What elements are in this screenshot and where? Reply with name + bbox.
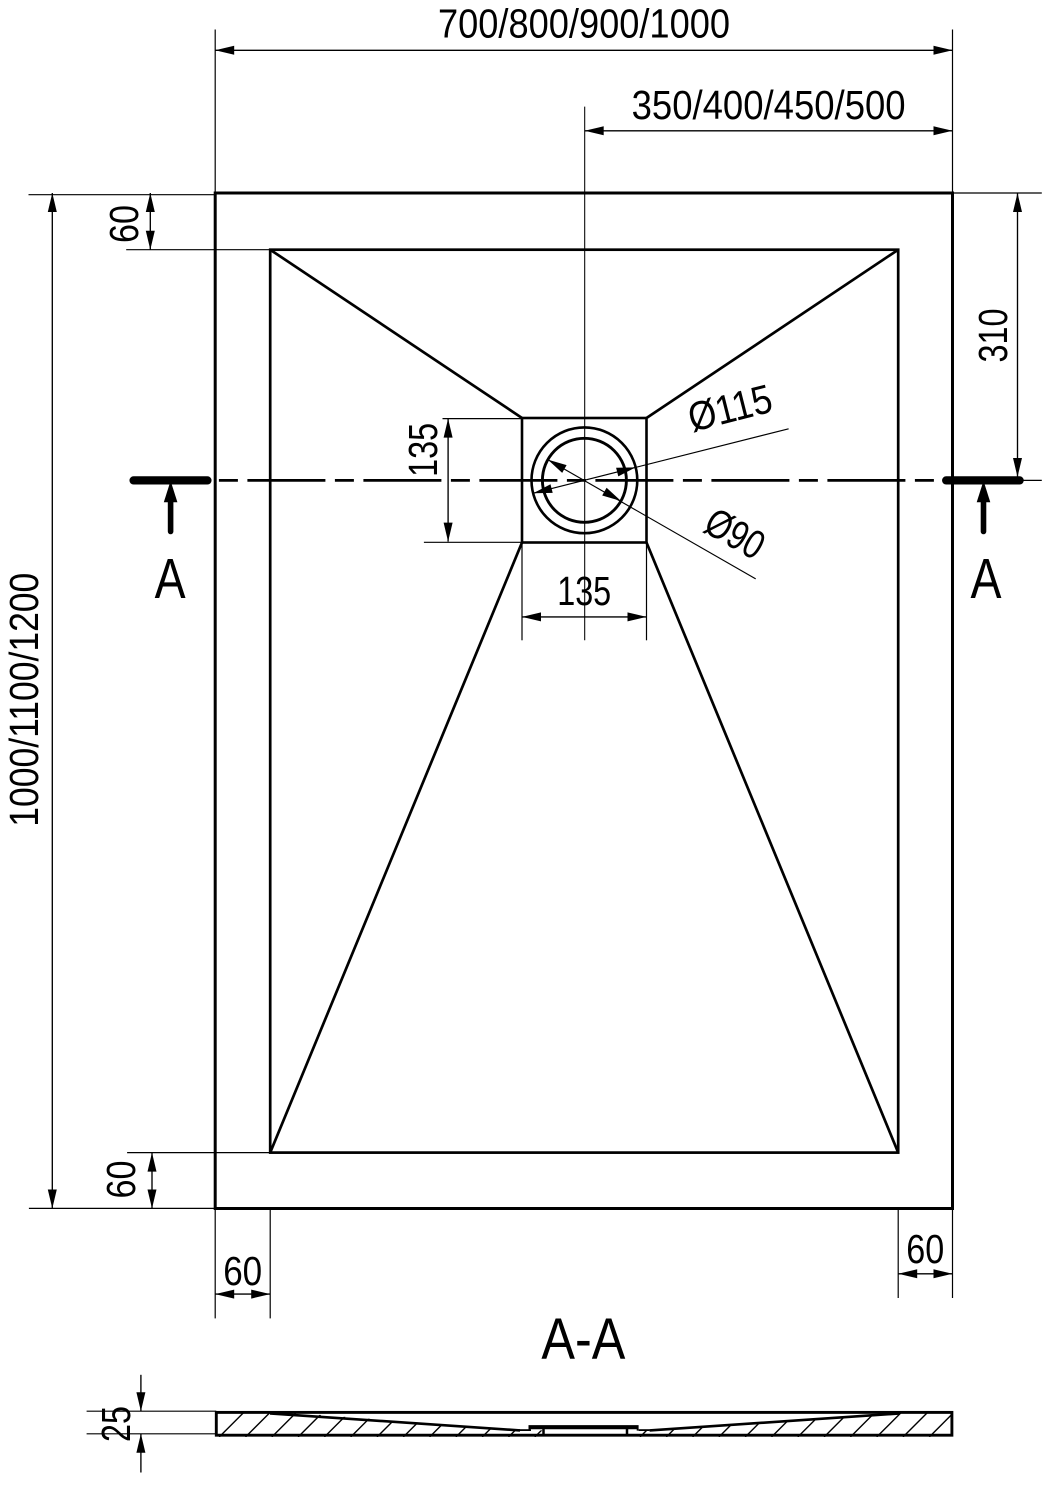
svg-text:60: 60 [223, 1248, 262, 1294]
svg-text:A: A [155, 547, 186, 611]
svg-text:25: 25 [93, 1406, 139, 1442]
svg-text:60: 60 [906, 1226, 944, 1272]
svg-text:135: 135 [557, 568, 611, 614]
svg-text:700/800/900/1000: 700/800/900/1000 [438, 0, 730, 46]
svg-text:60: 60 [98, 1161, 144, 1199]
svg-text:310: 310 [970, 309, 1016, 363]
svg-text:350/400/450/500: 350/400/450/500 [632, 82, 906, 128]
svg-text:135: 135 [400, 423, 446, 477]
svg-text:1000/1100/1200: 1000/1100/1200 [1, 573, 47, 827]
svg-text:A: A [971, 547, 1002, 611]
svg-text:A-A: A-A [541, 1307, 625, 1372]
svg-text:60: 60 [101, 205, 147, 243]
